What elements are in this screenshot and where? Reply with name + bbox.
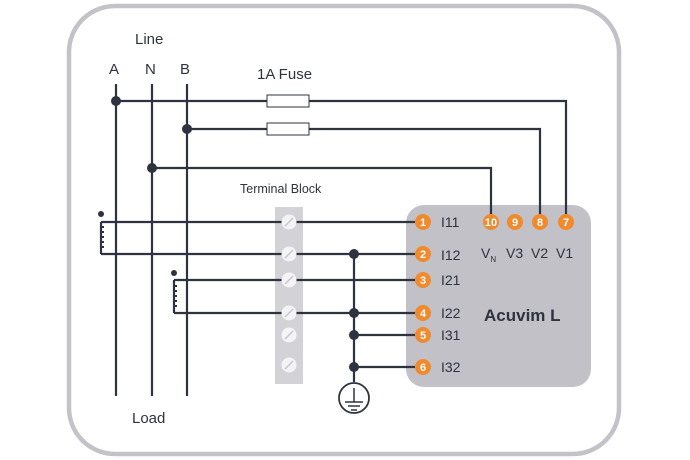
svg-text:5: 5 — [420, 330, 426, 342]
pin-label-i21: I21 — [441, 272, 461, 288]
line-conductors — [114, 84, 189, 396]
load-label: Load — [132, 410, 165, 427]
pin-label-v2: V2 — [531, 245, 548, 261]
fuse-icon — [266, 94, 310, 136]
meter-box — [406, 205, 591, 387]
svg-text:7: 7 — [563, 217, 569, 229]
pin-7: 7 — [558, 214, 574, 230]
neutral-label: N — [145, 61, 156, 78]
pin-1: 1 — [415, 214, 431, 230]
phase-b-label: B — [180, 61, 190, 78]
screw-terminal-icon — [281, 272, 297, 288]
meter-name: Acuvim L — [484, 306, 561, 325]
svg-text:2: 2 — [420, 249, 426, 261]
svg-text:10: 10 — [485, 217, 497, 229]
pin-label-i22: I22 — [441, 305, 461, 321]
svg-text:1: 1 — [420, 217, 426, 229]
screw-terminal-icon — [281, 305, 297, 321]
pin-10: 10 — [483, 214, 499, 230]
pin-5: 5 — [415, 327, 431, 343]
junction-b — [182, 124, 192, 134]
screw-terminals — [281, 214, 297, 373]
line-label: Line — [135, 31, 163, 48]
phase-a-label: A — [109, 61, 119, 78]
ground-icon — [338, 382, 370, 414]
pin-label-i32: I32 — [441, 359, 461, 375]
pin-label-i12: I12 — [441, 247, 461, 263]
screw-terminal-icon — [281, 357, 297, 373]
terminal-block — [275, 207, 303, 384]
pin-label-v3: V3 — [506, 245, 523, 261]
terminal-block-label: Terminal Block — [240, 182, 322, 196]
screw-terminal-icon — [281, 327, 297, 343]
pin-8: 8 — [532, 214, 548, 230]
pin-label-v1: V1 — [556, 245, 573, 261]
wire-v1 — [116, 99, 568, 218]
junction-a — [111, 96, 121, 106]
pin-9: 9 — [507, 214, 523, 230]
svg-text:4: 4 — [420, 308, 427, 320]
current-transformer-icon — [171, 270, 177, 313]
svg-text:9: 9 — [512, 217, 518, 229]
voltage-pins: 10 9 8 7 VN V3 V2 V1 — [481, 214, 574, 264]
pin-label-vn: VN — [481, 245, 496, 264]
screw-terminal-icon — [281, 214, 297, 230]
junction-n — [147, 163, 157, 173]
svg-text:3: 3 — [420, 275, 426, 287]
pin-4: 4 — [415, 305, 431, 321]
pin-6: 6 — [415, 359, 431, 375]
fuse-label: 1A Fuse — [257, 66, 312, 83]
pin-label-i31: I31 — [441, 327, 461, 343]
svg-text:8: 8 — [537, 217, 543, 229]
wire-vn — [152, 166, 493, 218]
pin-3: 3 — [415, 272, 431, 288]
svg-text:6: 6 — [420, 362, 426, 374]
current-pins: 1 I11 2 I12 3 I21 4 I22 5 I31 6 I32 — [415, 214, 461, 375]
screw-terminal-icon — [281, 246, 297, 262]
voltage-wiring — [111, 96, 568, 218]
current-transformer-icon — [98, 211, 104, 254]
pin-label-i11: I11 — [441, 214, 460, 230]
pin-2: 2 — [415, 246, 431, 262]
